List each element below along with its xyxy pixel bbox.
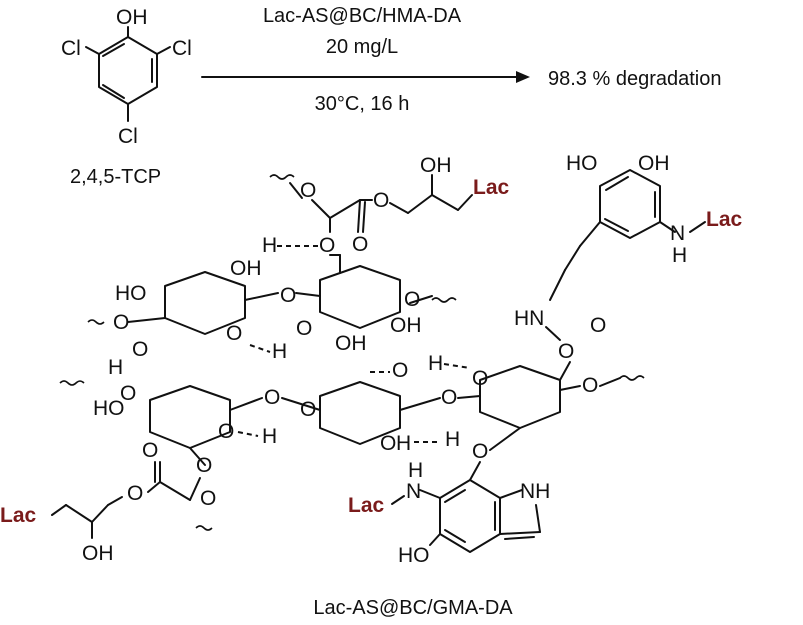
bottom-left-linker: O O O OH Lac O <box>0 439 216 565</box>
ring-o-label: O <box>196 454 212 477</box>
ring-hydroxyl-label: OH <box>390 314 422 337</box>
reaction-arrow <box>201 71 530 83</box>
top-left-linker: O O O OH Lac O <box>269 154 510 257</box>
lower-cellulose-chain: O O H O HO O O H O OH O H O O H H O O <box>59 314 645 455</box>
upper-cellulose-chain: O OH H HO O O H OH O O <box>87 234 457 363</box>
catechol-arm: HO OH N H Lac HN O <box>514 152 743 381</box>
glycosidic-o-label: O <box>441 386 457 409</box>
bridge-o-label: O <box>319 234 335 257</box>
tcp-cl-right-label: Cl <box>172 37 192 60</box>
ring-o-label: O <box>226 322 242 345</box>
ether-o-label: O <box>472 440 488 463</box>
ester-o-label: O <box>373 189 389 212</box>
hbond-h-label: H <box>396 432 411 455</box>
catechol-hydroxyl-label: HO <box>566 152 598 175</box>
structure-name-label: Lac-AS@BC/GMA-DA <box>313 597 513 619</box>
lac-left-label: Lac <box>0 504 37 527</box>
indole-hydroxyl-label: HO <box>398 544 430 567</box>
lower-ring-a <box>149 385 231 449</box>
ring-hydroxyl-label: HO <box>93 397 125 420</box>
lower-ring-c <box>479 365 561 429</box>
ring-o-label: O <box>472 367 488 390</box>
indole-nh-label: NH <box>520 480 550 503</box>
ring-o-label: O <box>120 382 136 405</box>
upper-ring-b <box>319 265 401 329</box>
linker-hydroxyl-label: OH <box>420 154 452 177</box>
hydroxyl-label: OH <box>230 257 262 280</box>
ring-o-label: O <box>404 288 420 311</box>
lac-right-label: Lac <box>706 208 743 231</box>
tcp-name-label: 2,4,5-TCP <box>70 166 161 188</box>
ring-o-label: O <box>200 487 216 510</box>
ring-o-label: O <box>300 398 316 421</box>
catalyst-label: Lac-AS@BC/HMA-DA <box>263 5 462 27</box>
hbond-h-label: H <box>428 352 443 375</box>
hbond-h-label: H <box>445 428 460 451</box>
arrow-head-icon <box>516 71 530 83</box>
indole-benzene-ring <box>439 479 501 553</box>
concentration-label: 20 mg/L <box>326 36 398 58</box>
glycosidic-o-label: O <box>280 284 296 307</box>
tcp-hydroxyl-label: OH <box>116 6 148 29</box>
lac-top-label: Lac <box>473 176 510 199</box>
catechol-hydroxyl-label: OH <box>638 152 670 175</box>
hydroxylamine-o-label: O <box>558 340 574 363</box>
ester-o-label: O <box>127 482 143 505</box>
conditions-label: 30°C, 16 h <box>315 93 410 115</box>
hbond-h-label: H <box>272 340 287 363</box>
ring-o-label: O <box>296 317 312 340</box>
ring-o-label: O <box>218 420 234 443</box>
ring-o-label: O <box>590 314 606 337</box>
indole-amine-h-label: H <box>408 459 423 482</box>
ring-o-label: O <box>113 311 129 334</box>
ring-hydroxyl-label: HO <box>115 282 147 305</box>
ring-o-label: O <box>380 432 396 455</box>
ring-o-label: O <box>132 338 148 361</box>
ring-o-label: O <box>582 374 598 397</box>
ring-o-label: O <box>392 359 408 382</box>
carbonyl-o-label: O <box>142 439 158 462</box>
tcp-cl-left-label: Cl <box>61 37 81 60</box>
tcp-cl-bottom-label: Cl <box>118 125 138 148</box>
hbond-h-label: H <box>108 356 123 379</box>
carbonyl-o-label: O <box>352 233 368 256</box>
indole-arm: O NH N H Lac HO <box>348 427 550 567</box>
tcp-molecule: OH Cl Cl Cl 2,4,5-TCP <box>61 6 192 188</box>
amine-h-label: H <box>672 244 687 267</box>
glycosidic-o-label: O <box>264 386 280 409</box>
tcp-ring <box>98 36 158 105</box>
linker-hydroxyl-label: OH <box>82 542 114 565</box>
degradation-result-label: 98.3 % degradation <box>548 68 721 90</box>
ether-o-label: O <box>300 179 316 202</box>
lac-bottom-label: Lac <box>348 494 385 517</box>
hbond-h-label: H <box>262 425 277 448</box>
hbond-h-label: H <box>262 234 277 257</box>
indole-amine-n-label: N <box>406 480 421 503</box>
lower-ring-b <box>319 381 401 445</box>
ring-hydroxyl-label: OH <box>335 332 367 355</box>
hydroxylamine-label: HN <box>514 307 544 330</box>
catechol-ring <box>599 169 661 239</box>
amine-n-label: N <box>670 222 685 245</box>
